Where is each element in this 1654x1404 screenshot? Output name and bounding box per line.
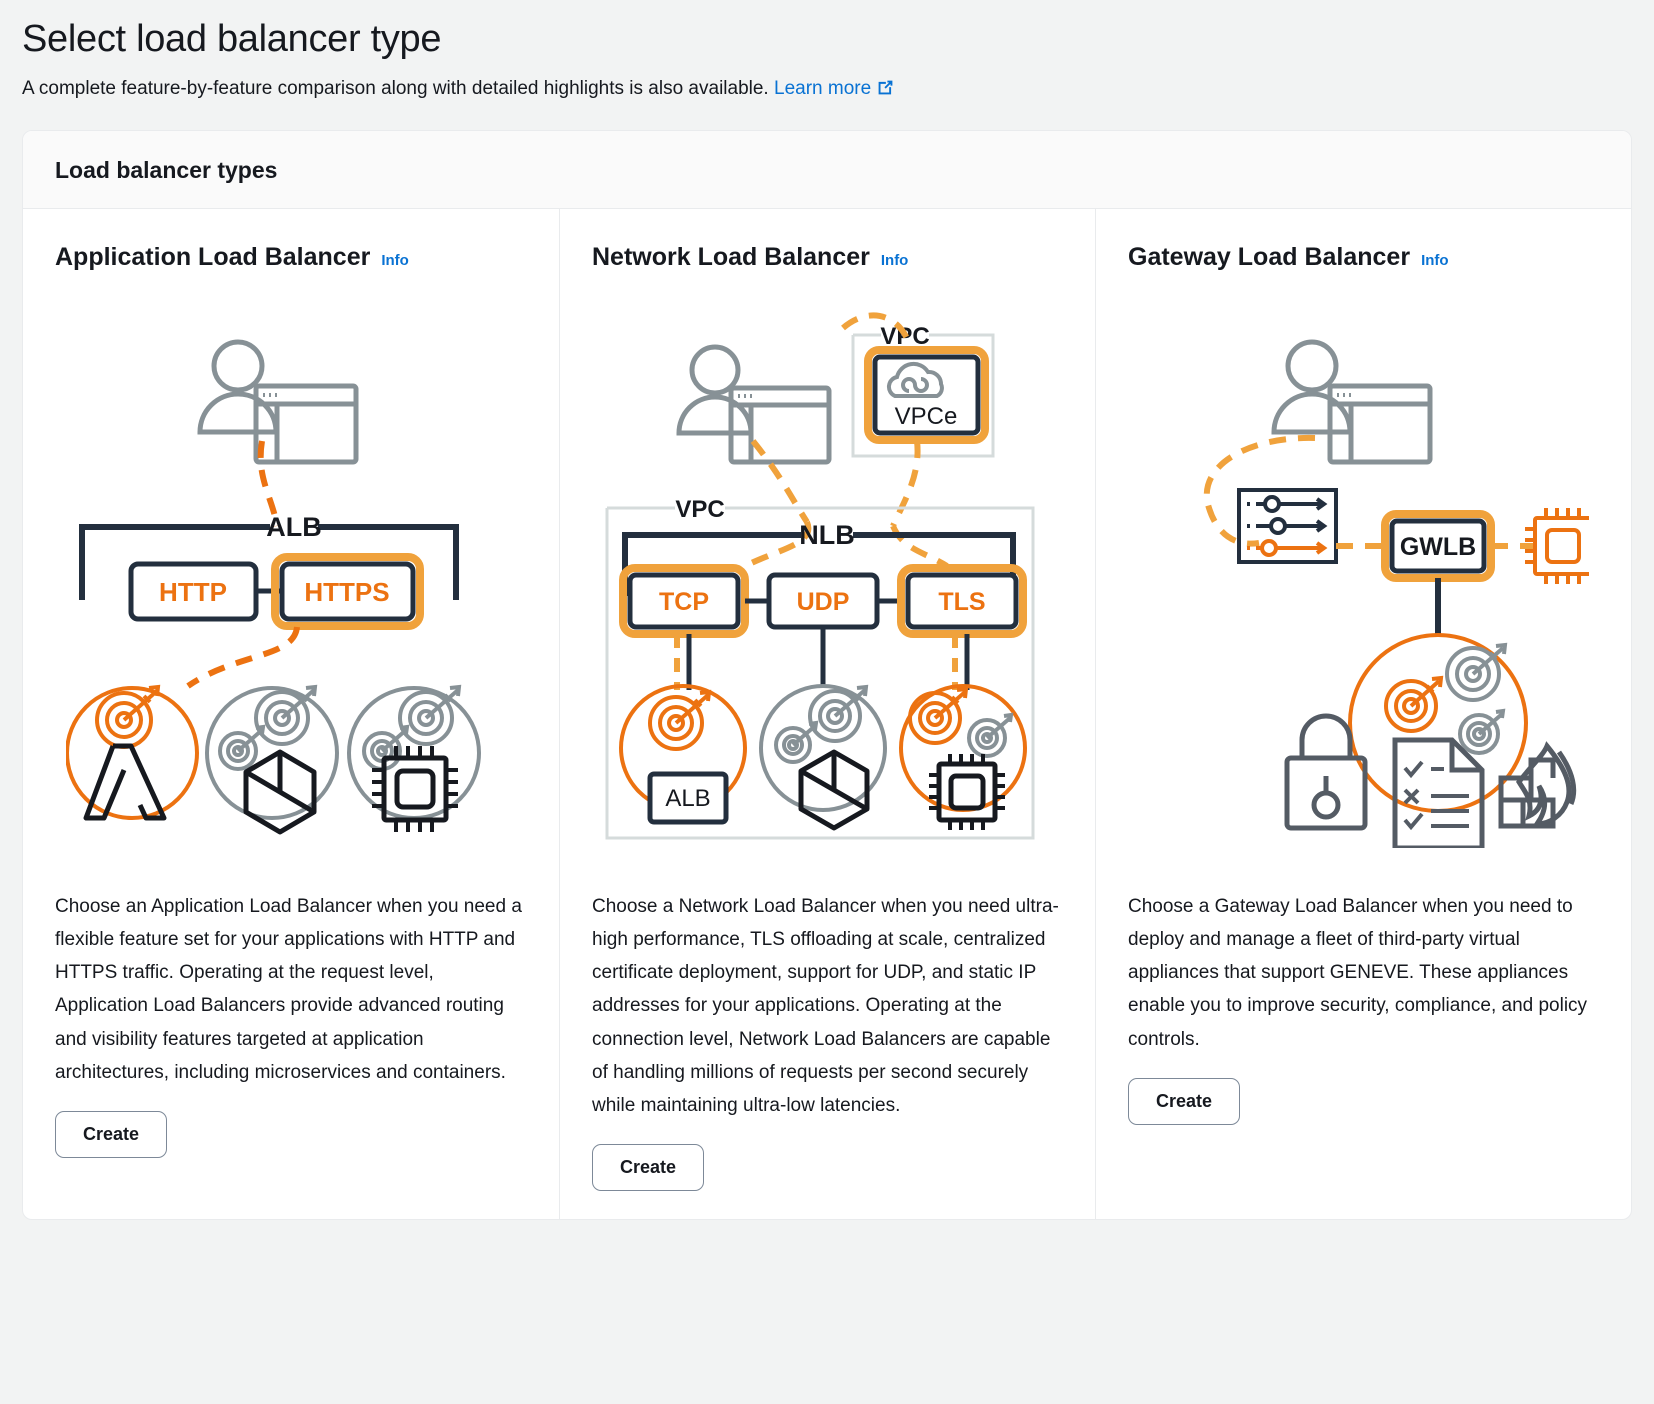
alb-label: ALB [266,512,322,542]
target-icon [907,687,968,746]
alb-target-group-lambda [66,685,199,821]
alb-listener-https-label: HTTPS [304,577,389,607]
vpce-label: VPCe [894,403,957,430]
nlb-architecture-diagram: VPC VPCe [605,312,1034,840]
section-title: Load balancer types [55,157,278,184]
card-network-load-balancer: Network Load Balancer Info VPC [559,209,1095,1220]
nlb-listener-tcp: TCP [618,564,749,639]
nlb-label: NLB [799,520,855,550]
gwlb-architecture-diagram: GWLB [1203,339,1589,849]
gwlb-diagram-wrapper: GWLB [1128,280,1599,890]
cloud-icon [886,362,944,399]
vpce-node: VPCe [863,346,989,445]
alb-target-group-container [205,685,339,835]
nlb-listener-udp-label: UDP [796,588,849,616]
gwlb-label: GWLB [1399,533,1475,561]
external-link-icon [876,78,895,105]
gwlb-title-row: Gateway Load Balancer Info [1128,243,1599,272]
alb-listener-https: HTTPS [271,553,424,631]
nlb-vpc-bottom-boundary: VPC [605,496,1034,840]
ec2-instance-icon [372,746,458,833]
nlb-target-group-alb: ALB [618,684,747,825]
load-balancer-types-container: Load balancer types Application Load Bal… [22,130,1632,1221]
nlb-diagram-wrapper: VPC VPCe [592,280,1063,890]
nlb-target-group-ec2 [898,684,1027,831]
page-subtitle: A complete feature-by-feature comparison… [22,76,1632,105]
gwlb-description: Choose a Gateway Load Balancer when you … [1128,896,1588,1050]
ec2-instance-icon [928,754,1005,831]
target-icon [1383,676,1443,734]
nlb-flow-client-to-tcp [733,521,811,574]
user-browser-icon [197,339,359,465]
nlb-listener-tls: TLS [896,564,1027,639]
alb-info-link[interactable]: Info [381,252,409,270]
card-gateway-load-balancer: Gateway Load Balancer Info [1095,209,1631,1220]
page-title: Select load balancer type [22,18,442,60]
alb-title-row: Application Load Balancer Info [55,243,527,272]
compliance-checklist-icon [1392,737,1484,849]
firewall-icon [1498,741,1576,829]
gwlb-title: Gateway Load Balancer [1128,243,1411,272]
nlb-description: Choose a Network Load Balancer when you … [592,896,1059,1116]
target-icon [966,712,1013,759]
alb-target-box [647,771,728,825]
target-icon [398,685,462,747]
target-icon [807,685,868,744]
target-icon [95,685,161,750]
nlb-flow-vpce-down [889,440,921,528]
nlb-target-group-container [758,684,887,831]
nlb-listener-udp: UDP [766,572,879,630]
lock-icon [1284,713,1367,831]
nlb-target-alb-label: ALB [665,785,710,812]
card-application-load-balancer: Application Load Balancer Info [23,209,559,1219]
gwlb-node: GWLB [1380,510,1495,583]
alb-target-group-ec2 [347,685,481,833]
container-header: Load balancer types [23,131,1631,210]
learn-more-label: Learn more [774,77,872,99]
page-subtitle-text: A complete feature-by-feature comparison… [22,77,769,99]
nlb-title: Network Load Balancer [592,243,870,272]
nlb-flow-client [750,439,810,524]
alb-listener-http-label: HTTP [159,577,227,607]
nlb-flow-to-vpce [840,312,914,352]
gwlb-info-link[interactable]: Info [1421,252,1449,270]
route-rules-icon [1236,488,1338,565]
nlb-info-link[interactable]: Info [880,252,909,270]
nlb-vpc-bottom-label: VPC [675,496,724,523]
alb-flow-listener-to-target [186,626,300,689]
alb-diagram-wrapper: ALB HTTP HTTPS [55,280,527,890]
gwlb-create-button[interactable]: Create [1128,1077,1241,1125]
target-icon [218,724,266,772]
alb-listener-http: HTTP [128,561,259,622]
target-icon [773,720,818,765]
container-icon [798,749,869,831]
nlb-create-button[interactable]: Create [592,1143,705,1192]
container-icon [243,749,317,835]
target-icon [1444,643,1507,703]
alb-description: Choose an Application Load Balancer when… [55,896,522,1083]
alb-boundary [79,524,459,601]
lambda-icon [83,743,167,821]
alb-flow-client-to-listener [257,440,280,527]
ec2-instance-icon [1524,508,1589,585]
load-balancer-columns: Application Load Balancer Info [23,209,1631,1220]
alb-architecture-diagram: ALB HTTP HTTPS [66,339,481,835]
nlb-title-row: Network Load Balancer Info [592,243,1063,272]
user-browser-icon [1270,339,1432,465]
target-icon [647,690,711,752]
learn-more-link[interactable]: Learn more [774,78,871,99]
nlb-listener-tcp-label: TCP [659,588,709,616]
target-icon [254,685,318,747]
alb-title: Application Load Balancer [55,243,371,272]
page-root: Select load balancer type A complete fea… [22,18,1632,1221]
gwlb-target-group [1347,633,1528,814]
user-browser-icon [675,344,831,465]
nlb-listener-tls-label: TLS [938,588,985,616]
alb-create-button[interactable]: Create [55,1110,168,1158]
target-icon [1457,708,1505,756]
